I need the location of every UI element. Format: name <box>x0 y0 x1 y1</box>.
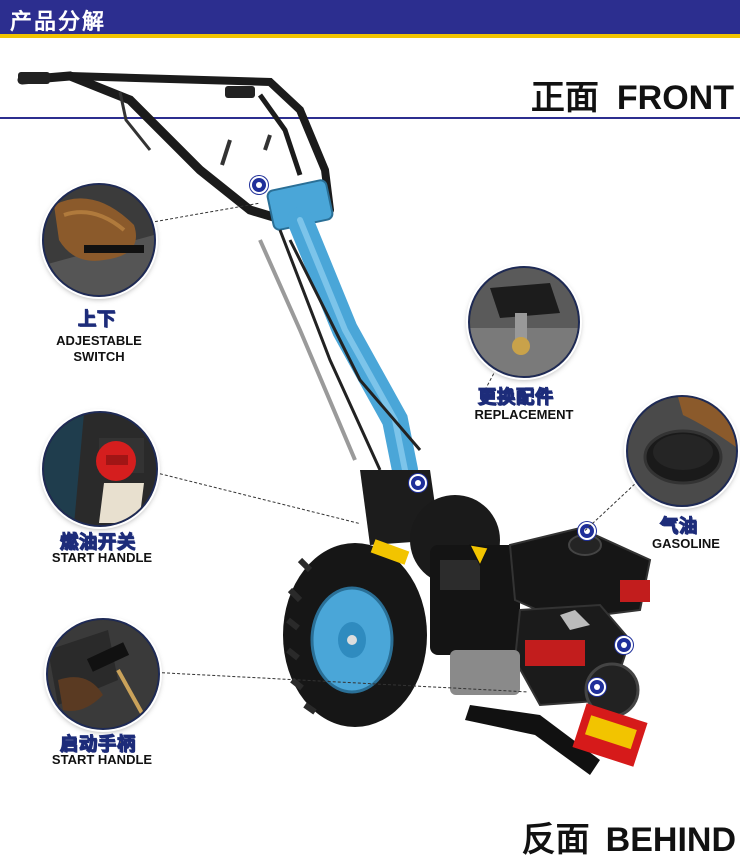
adjust-switch-en-line2: SWITCH <box>73 349 125 364</box>
marker-adjust <box>250 176 268 194</box>
behind-title: 反面 BEHIND <box>522 812 736 861</box>
replacement-en: REPLACEMENT <box>474 407 574 422</box>
adjust-switch-en: ADJESTABLE SWITCH <box>44 333 154 365</box>
adjust-switch-cn: 上下 <box>78 309 116 331</box>
gasoline-en: GASOLINE <box>652 536 720 551</box>
start-handle-cn: 启动手柄 <box>60 734 136 756</box>
fuel-switch-cn: 燃油开关 <box>60 532 136 554</box>
start-handle-en: START HANDLE <box>51 752 153 767</box>
start-handle-photo <box>46 618 160 730</box>
behind-title-en: BEHIND <box>605 821 736 859</box>
fuel-switch-photo <box>42 411 158 527</box>
front-title-cn: 正面 <box>530 78 599 118</box>
marker-start-handle <box>615 636 633 654</box>
header-title: 产品分解 <box>10 10 107 35</box>
fuel-switch-en: START HANDLE <box>51 550 153 565</box>
replacement-cn: 更换配件 <box>478 387 554 409</box>
adjust-switch-photo <box>42 183 156 297</box>
front-title-en: FRONT <box>616 79 734 117</box>
replacement-photo <box>468 266 580 378</box>
gasoline-photo <box>626 395 738 507</box>
marker-replacement <box>409 474 427 492</box>
marker-gasoline <box>578 522 596 540</box>
marker-start-handle-2 <box>588 678 606 696</box>
header-bar: 产品分解 <box>0 0 740 38</box>
front-title: 正面 FRONT <box>531 70 734 119</box>
front-divider <box>0 117 740 119</box>
gasoline-cn: 气油 <box>660 516 698 538</box>
adjust-switch-en-line1: ADJESTABLE <box>56 333 142 348</box>
behind-title-cn: 反面 <box>521 820 590 860</box>
